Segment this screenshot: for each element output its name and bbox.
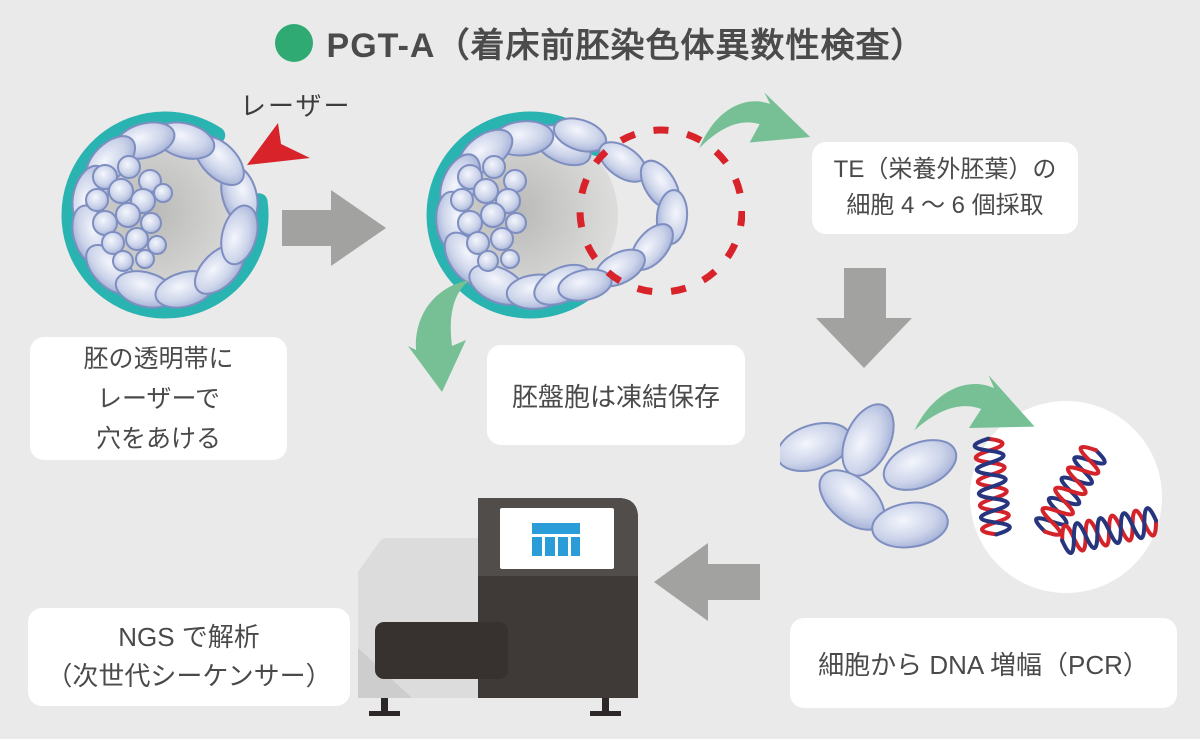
inner-cell-mass: [450, 155, 527, 272]
dna-pcr-illustration: [970, 401, 1162, 593]
page-title-row: PGT-A（着床前胚染色体異数性検査）: [0, 18, 1200, 67]
machine-screen: [500, 508, 614, 569]
green-curved-arrow-to-te-icon: [699, 86, 818, 171]
step-label-laser-hole: 胚の透明帯に レーザーで 穴をあける: [30, 337, 287, 460]
ngs-machine-illustration: [358, 498, 638, 716]
gray-arrow-down-icon: [816, 268, 912, 368]
screen-chart-icon: [532, 523, 580, 556]
page-title: PGT-A（着床前胚染色体異数性検査）: [326, 27, 926, 65]
green-circle-bullet-icon: [274, 23, 313, 62]
step-label-pcr: 細胞から DNA 増幅（PCR）: [790, 618, 1177, 708]
biopsied-cells-illustration: [780, 403, 958, 549]
machine-drawer: [375, 622, 508, 679]
blastocyst-2-biopsy-illustration: [426, 111, 745, 319]
step-label-ngs: NGS で解析 （次世代シーケンサー）: [28, 608, 350, 706]
blastocyst-1-illustration: [61, 111, 269, 319]
green-curved-arrow-to-dna-icon: [914, 366, 1045, 462]
machine-feet: [369, 698, 621, 716]
gray-arrow-left-icon: [654, 543, 760, 621]
laser-label: レーザー: [240, 91, 352, 121]
green-curved-arrow-to-freeze-icon: [408, 280, 470, 392]
laser-arrow-icon: [247, 123, 310, 165]
gray-arrow-right-icon: [282, 190, 386, 266]
biopsy-dashed-circle: [576, 126, 745, 296]
step-label-te-biopsy: TE（栄養外胚葉）の 細胞 4 ～ 6 個採取: [812, 142, 1078, 234]
step-label-freeze: 胚盤胞は凍結保存: [487, 345, 745, 445]
inner-cell-mass: [85, 155, 173, 272]
herniating-te-cells: [552, 117, 689, 302]
